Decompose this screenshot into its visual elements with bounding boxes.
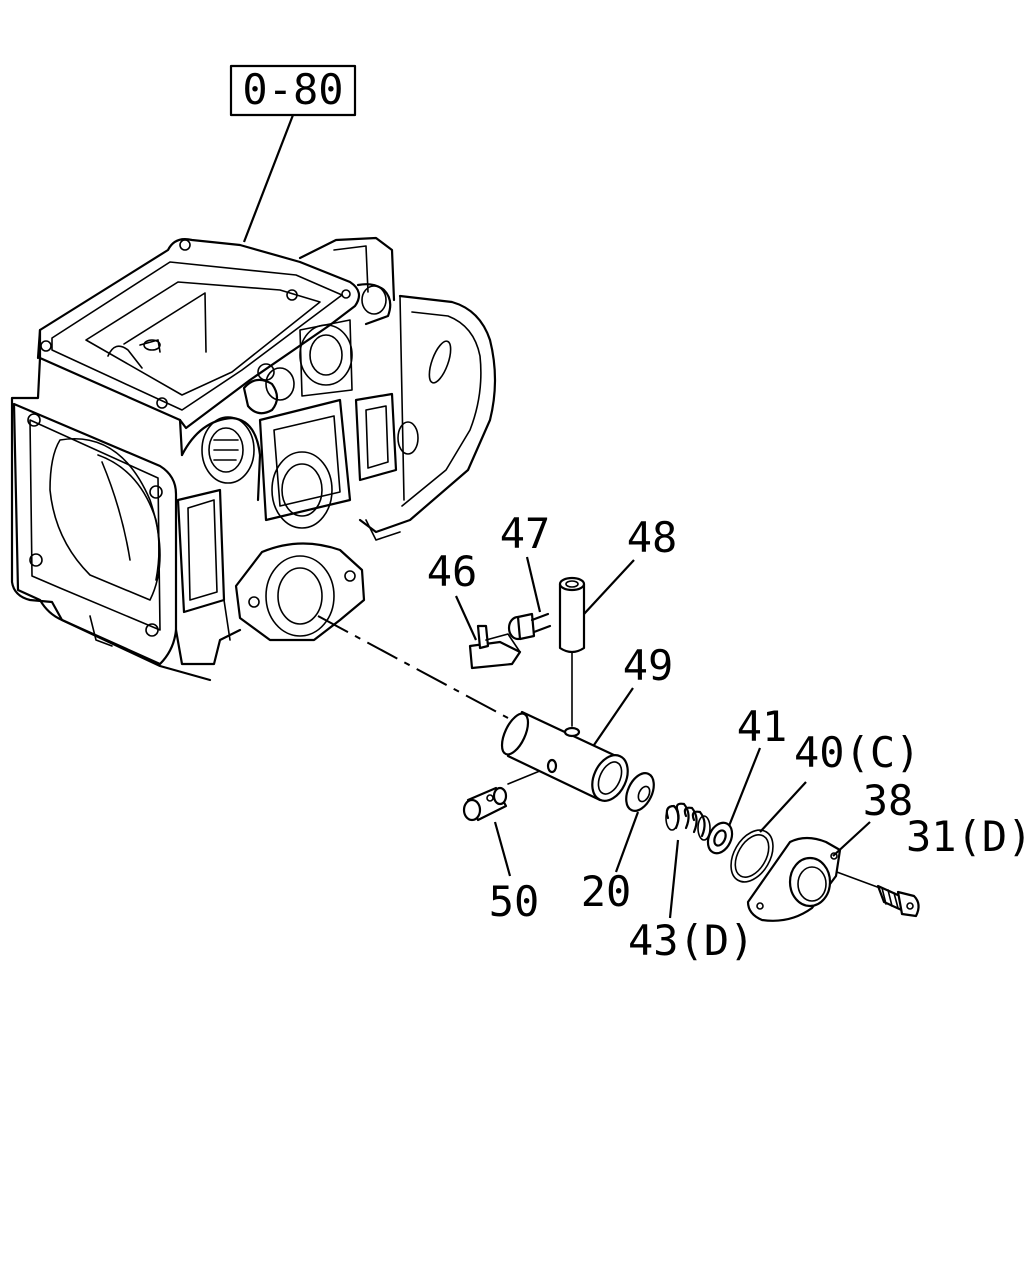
reference-leader-line bbox=[242, 114, 295, 243]
leader-38 bbox=[832, 821, 871, 857]
ring-part-41[interactable] bbox=[703, 819, 736, 857]
callout-49: 49 bbox=[623, 641, 674, 690]
leader-40 bbox=[759, 781, 807, 833]
leader-50 bbox=[493, 821, 512, 877]
spring-part-43[interactable] bbox=[665, 802, 711, 841]
callout-50: 50 bbox=[489, 877, 540, 926]
leader-lines bbox=[454, 556, 871, 919]
callout-43: 43(D) bbox=[628, 916, 754, 965]
callout-31: 31(D) bbox=[906, 812, 1024, 861]
leader-49 bbox=[593, 687, 634, 746]
leader-20 bbox=[614, 811, 640, 873]
bushing-part-50[interactable] bbox=[462, 786, 508, 822]
leader-41 bbox=[727, 747, 762, 827]
cover-plate-part-38[interactable] bbox=[746, 836, 842, 922]
callout-20: 20 bbox=[581, 867, 632, 916]
bolt-part-31[interactable] bbox=[876, 884, 920, 918]
leader-48 bbox=[583, 559, 635, 615]
callout-47: 47 bbox=[500, 509, 551, 558]
callout-41: 41 bbox=[737, 702, 788, 751]
callout-48: 48 bbox=[627, 513, 678, 562]
callout-46: 46 bbox=[427, 547, 478, 596]
leader-47 bbox=[525, 556, 542, 613]
pin-part-48[interactable] bbox=[558, 576, 586, 654]
sleeve-part-49[interactable] bbox=[497, 710, 635, 807]
reference-box-label: 0-80 bbox=[242, 65, 343, 114]
leader-46 bbox=[454, 595, 478, 641]
leader-43 bbox=[668, 839, 680, 919]
washer-part-20[interactable] bbox=[621, 769, 660, 815]
callout-38: 38 bbox=[863, 776, 914, 825]
clip-part-46[interactable] bbox=[468, 624, 522, 670]
screw-part-47[interactable] bbox=[507, 612, 552, 641]
reference-box[interactable]: 0-80 bbox=[229, 64, 357, 117]
callout-40: 40(C) bbox=[794, 728, 920, 777]
o-ring-part-40[interactable] bbox=[722, 823, 781, 889]
assembly-centerline bbox=[317, 615, 509, 719]
pump-housing bbox=[10, 236, 497, 682]
